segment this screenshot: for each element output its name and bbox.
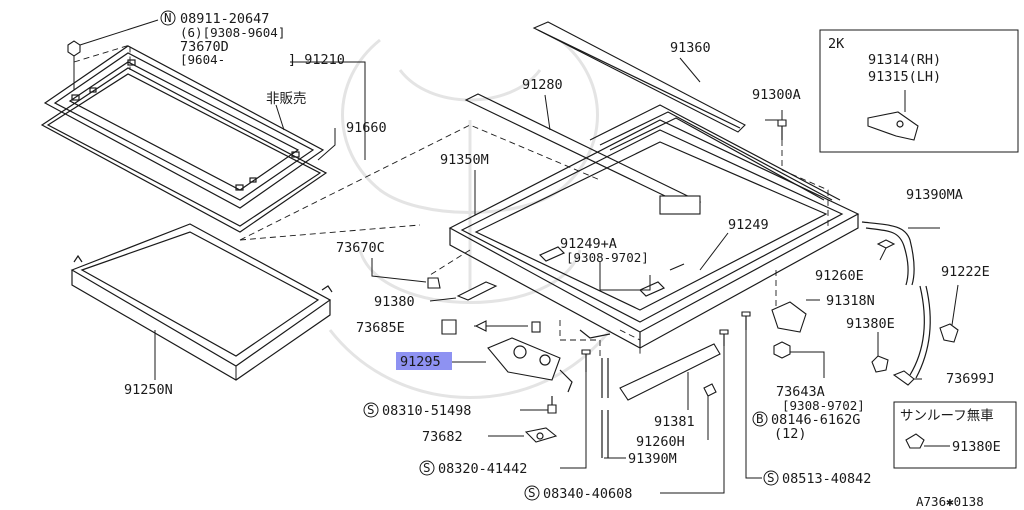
label-08320: 08320-41442 <box>438 461 527 477</box>
label-91381: 91381 <box>654 414 695 430</box>
variant-box-2k <box>819 29 1019 153</box>
label-sunroof-none: サンルーフ無車 <box>900 408 994 424</box>
label-73670d-date-b: ] 91210 <box>288 52 345 68</box>
grommet-91380e-b <box>905 433 925 449</box>
nut-73643a <box>773 341 791 359</box>
prefix-s-circle-08310 <box>363 402 379 418</box>
label-91360: 91360 <box>670 40 711 56</box>
label-08911: 08911-20647 <box>180 11 269 27</box>
clip-73670c <box>427 277 441 289</box>
rail-91381 <box>619 343 721 401</box>
clip-91260e <box>876 239 896 249</box>
label-91260e: 91260E <box>815 268 864 284</box>
label-91380e-b: 91380E <box>952 439 1001 455</box>
label-08146-qty: (12) <box>774 426 807 442</box>
label-08310: 08310-51498 <box>382 403 471 419</box>
label-08911-qty: (6)[9308-9604] <box>180 25 285 40</box>
label-73682: 73682 <box>422 429 463 445</box>
label-2k: 2K <box>828 36 845 52</box>
label-91390m: 91390M <box>628 451 677 467</box>
label-hihanbai: 非販売 <box>266 91 307 107</box>
label-91660: 91660 <box>346 120 387 136</box>
highlight-91295 <box>396 352 452 370</box>
bracket-91380 <box>456 281 498 301</box>
label-73643a-date: [9308-9702] <box>782 398 865 413</box>
sunshade-panel <box>70 223 333 381</box>
screw-08340 <box>719 329 729 346</box>
drain-hose-91390ma <box>861 221 915 286</box>
prefix-s-mark-08513: S <box>767 470 775 485</box>
prefix-s-circle-08320 <box>419 460 435 476</box>
label-91295: 91295 <box>400 354 441 370</box>
label-91280: 91280 <box>522 77 563 93</box>
prefix-b-mark: B <box>756 411 764 426</box>
label-73643a: 73643A <box>776 384 825 400</box>
bracket-91318n <box>771 301 807 333</box>
grommet-91380e <box>871 355 889 373</box>
bracket-91314 <box>867 111 919 141</box>
label-73699j: 73699J <box>946 371 995 387</box>
label-08146: 08146-6162G <box>771 412 860 428</box>
label-08513: 08513-40842 <box>782 471 871 487</box>
watermark-emblem <box>328 38 612 399</box>
prefix-s-circle-08513 <box>763 470 779 486</box>
prefix-s-mark-08320: S <box>423 460 431 475</box>
prefix-n-mark: N <box>164 10 172 25</box>
label-91315: 91315(LH) <box>868 69 941 85</box>
clip-08911 <box>67 40 81 57</box>
label-91249: 91249 <box>728 217 769 233</box>
label-91380e-a: 91380E <box>846 316 895 332</box>
diagram-code: A736✱0138 <box>916 494 984 509</box>
label-91249a: 91249+A <box>560 236 617 252</box>
prefix-n-circle <box>160 10 176 26</box>
label-91390ma: 91390MA <box>906 187 963 203</box>
label-73670d-date-a: [9604- <box>180 52 225 67</box>
prefix-b-circle <box>752 411 768 427</box>
variant-box-no-sunroof <box>893 401 1017 469</box>
label-73685e: 73685E <box>356 320 405 336</box>
front-deflector-rail <box>532 21 746 133</box>
label-91314: 91314(RH) <box>868 52 941 68</box>
label-91318n: 91318N <box>826 293 875 309</box>
bolt-91300a <box>777 119 787 140</box>
label-91300a: 91300A <box>752 87 801 103</box>
bracket-73682 <box>524 427 558 443</box>
label-91222e: 91222E <box>941 264 990 280</box>
label-91249a-date: [9308-9702] <box>566 250 649 265</box>
label-08340: 08340-40608 <box>543 486 632 502</box>
prefix-s-circle-08340 <box>524 485 540 501</box>
glass-panel-assembly <box>40 45 328 233</box>
clip-91222e <box>939 323 959 343</box>
prefix-s-mark-08340: S <box>528 485 536 500</box>
label-73670d: 73670D <box>180 39 229 55</box>
prefix-s-mark-08310: S <box>367 402 375 417</box>
screw-08310 <box>547 396 557 414</box>
screw-08320 <box>581 349 591 372</box>
motor-91295 <box>487 337 573 393</box>
clip-91260h <box>703 383 717 397</box>
drain-tubes-91390m <box>601 358 609 458</box>
screw-08513 <box>741 311 751 330</box>
label-73670c: 73670C <box>336 240 385 256</box>
label-91250n: 91250N <box>124 382 173 398</box>
label-91350m: 91350M <box>440 152 489 168</box>
label-91380: 91380 <box>374 294 415 310</box>
label-91260h: 91260H <box>636 434 685 450</box>
cover-73685e <box>441 319 457 335</box>
sunroof-frame <box>448 93 860 349</box>
